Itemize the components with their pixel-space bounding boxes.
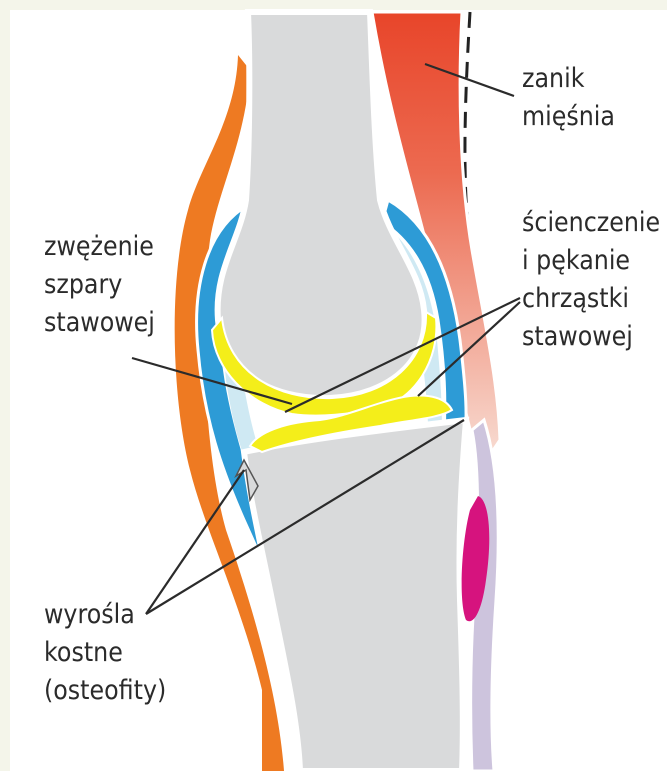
- label-cartilage-line-4: stawowej: [522, 318, 660, 356]
- label-osteophytes-line-3: (osteofity): [44, 672, 166, 710]
- label-muscle-atrophy: zanik mięśnia: [522, 60, 615, 136]
- label-muscle-line-1: zanik: [522, 60, 615, 98]
- label-osteophytes-line-2: kostne: [44, 634, 166, 672]
- label-muscle-line-2: mięśnia: [522, 98, 615, 136]
- label-osteophytes: wyrośla kostne (osteofity): [44, 596, 166, 710]
- label-cartilage-line-2: i pękanie: [522, 242, 660, 280]
- label-cartilage-thinning: ścienczenie i pękanie chrząstki stawowej: [522, 204, 660, 356]
- label-cartilage-line-3: chrząstki: [522, 280, 660, 318]
- label-osteophytes-line-1: wyrośla: [44, 596, 166, 634]
- label-joint-space-line-1: zwężenie: [44, 228, 155, 266]
- label-cartilage-line-1: ścienczenie: [522, 204, 660, 242]
- label-joint-space-line-2: szpary: [44, 266, 155, 304]
- label-joint-space-narrowing: zwężenie szpary stawowej: [44, 228, 155, 342]
- label-joint-space-line-3: stawowej: [44, 304, 155, 342]
